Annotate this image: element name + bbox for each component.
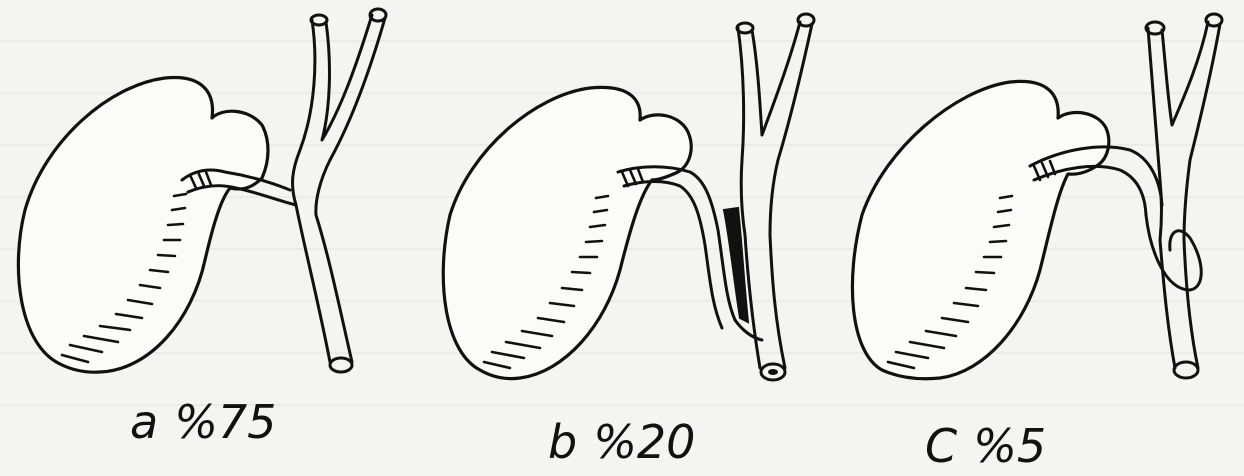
label-c: C%5 [925, 419, 1046, 473]
label-b: b%20 [548, 415, 695, 469]
label-a: a%75 [130, 395, 276, 449]
